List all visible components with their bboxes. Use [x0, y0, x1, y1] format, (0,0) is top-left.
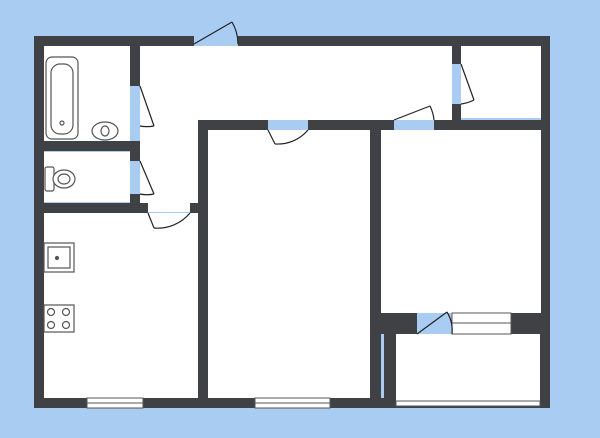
door-toilet	[139, 160, 155, 196]
floor-corridor-lower	[140, 118, 198, 212]
wall-right-bottom-a	[381, 313, 417, 334]
wall-right-top	[434, 120, 550, 130]
stove-icon	[43, 304, 75, 333]
wall-mid-top-right	[308, 120, 394, 130]
floor-storage	[461, 46, 541, 118]
wall-top	[34, 36, 194, 46]
wall-kitchen-stub	[190, 203, 198, 213]
wall-bottom-left	[34, 398, 87, 408]
door-storage	[460, 63, 475, 105]
door-entrance	[193, 21, 239, 45]
door-kitchen	[147, 212, 191, 229]
floors	[44, 46, 541, 401]
wall-storage-left	[452, 46, 461, 64]
wall-bath-bottom	[44, 141, 140, 151]
wall-right-bottom-b	[511, 313, 550, 334]
door-balcony	[416, 311, 453, 335]
floor-room-middle	[208, 130, 370, 398]
walls	[34, 36, 550, 408]
bathtub-icon	[45, 56, 79, 140]
wall-right-upper	[541, 36, 550, 336]
floor-room-right	[381, 130, 541, 313]
wall-balcony-right	[540, 334, 550, 408]
wall-mid-top-left	[198, 120, 268, 130]
wall-toilet-bottom	[44, 203, 148, 213]
sink-icon	[91, 121, 119, 141]
wall-toilet-right	[130, 151, 140, 161]
door-room-middle	[267, 129, 309, 145]
doors	[139, 21, 475, 335]
wall-bath-right	[130, 46, 140, 86]
window-balcony	[395, 400, 541, 407]
wall-storage-left-2	[452, 104, 461, 120]
kitchen-sink-icon	[43, 242, 75, 273]
door-room-right	[393, 105, 435, 121]
wall-left	[34, 36, 44, 408]
door-bathroom	[139, 85, 155, 128]
windows	[86, 312, 541, 409]
wall-toilet-right-2	[130, 194, 140, 203]
wall-mid-left	[198, 120, 208, 408]
wall-bottom-mid2	[330, 398, 384, 408]
wall-balcony-left	[384, 334, 396, 408]
wall-top-2	[238, 36, 550, 46]
toilet-icon	[44, 166, 76, 192]
floor-balcony	[396, 334, 540, 401]
floor-corridor	[140, 46, 452, 120]
wall-mid-right	[370, 120, 381, 408]
